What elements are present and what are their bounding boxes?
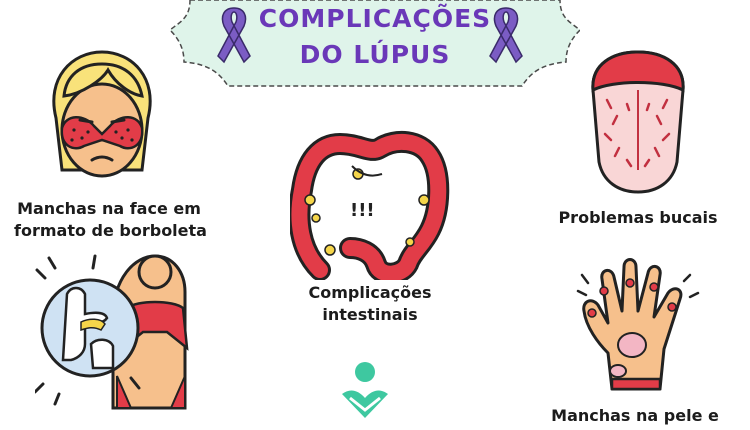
caption-intestine: Complicações intestinais xyxy=(285,282,455,326)
title-line-1: COMPLICAÇÕES xyxy=(258,4,492,33)
awareness-ribbon-icon xyxy=(217,7,251,64)
caption-intestine-line-2: intestinais xyxy=(322,305,418,324)
caption-skin: Manchas na pele e xyxy=(551,406,719,425)
caption-face-line-1: Manchas na face em xyxy=(17,199,201,218)
tongue-icon xyxy=(591,50,685,194)
title-banner xyxy=(170,0,580,92)
caption-face-line-2: formato de borboleta xyxy=(14,221,207,240)
awareness-ribbon-icon xyxy=(489,7,523,64)
intestine-marks: !!! xyxy=(350,200,375,221)
hand-rash-icon xyxy=(576,258,700,391)
page-title: COMPLICAÇÕES DO LÚPUS xyxy=(170,0,580,86)
logo-icon xyxy=(342,362,388,418)
caption-intestine-line-1: Complicações xyxy=(308,283,432,302)
title-line-2: DO LÚPUS xyxy=(299,40,451,69)
caption-face: Manchas na face em formato de borboleta xyxy=(14,198,207,242)
caption-mouth: Problemas bucais xyxy=(558,208,718,227)
banner-frame xyxy=(170,0,580,87)
face-rash-icon xyxy=(52,50,152,178)
intestine-icon: !!! xyxy=(290,130,450,280)
joint-icon xyxy=(35,254,189,410)
